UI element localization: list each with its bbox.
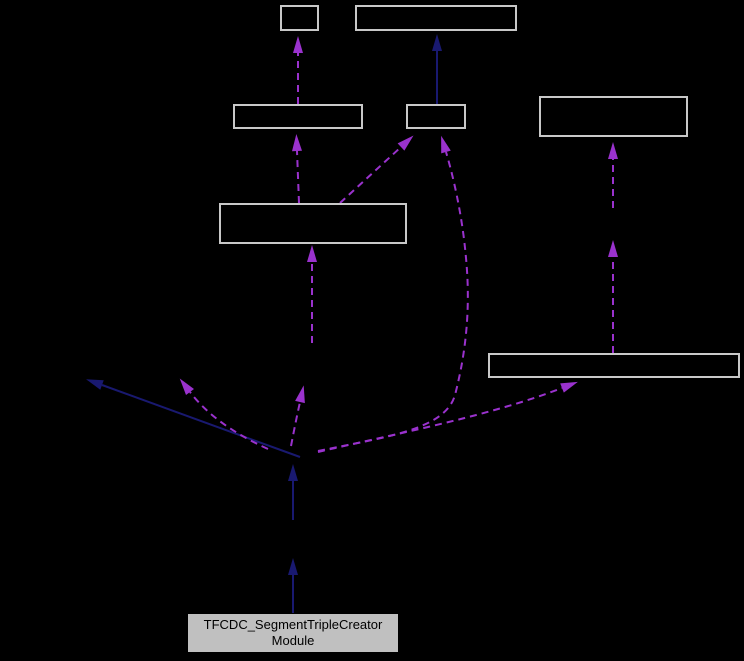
usage-edge-hub-upleft: [179, 378, 269, 450]
usage-edge-hub-to-row4: [317, 381, 578, 453]
node-top-small[interactable]: [280, 5, 319, 31]
main-node: TFCDC_SegmentTripleCreator Module: [187, 613, 399, 653]
node-top-wide[interactable]: [355, 5, 517, 31]
node-mid-left[interactable]: [233, 104, 363, 129]
main-node-label-line2: Module: [271, 633, 315, 648]
usage-edge-row3-to-midleft: [292, 134, 302, 204]
node-mid-center[interactable]: [406, 104, 466, 129]
node-row4[interactable]: [488, 353, 740, 378]
inheritance-edge-hub-upleft: [86, 379, 301, 458]
node-mid-right[interactable]: [539, 96, 688, 137]
node-row3[interactable]: [219, 203, 407, 244]
usage-edge-row3-to-midcenter: [339, 135, 414, 204]
usage-edge-hub-to-midcenter: [317, 135, 469, 452]
main-node-label-line1: TFCDC_SegmentTripleCreator: [203, 617, 383, 632]
usage-edge-hub-up: [290, 385, 305, 447]
